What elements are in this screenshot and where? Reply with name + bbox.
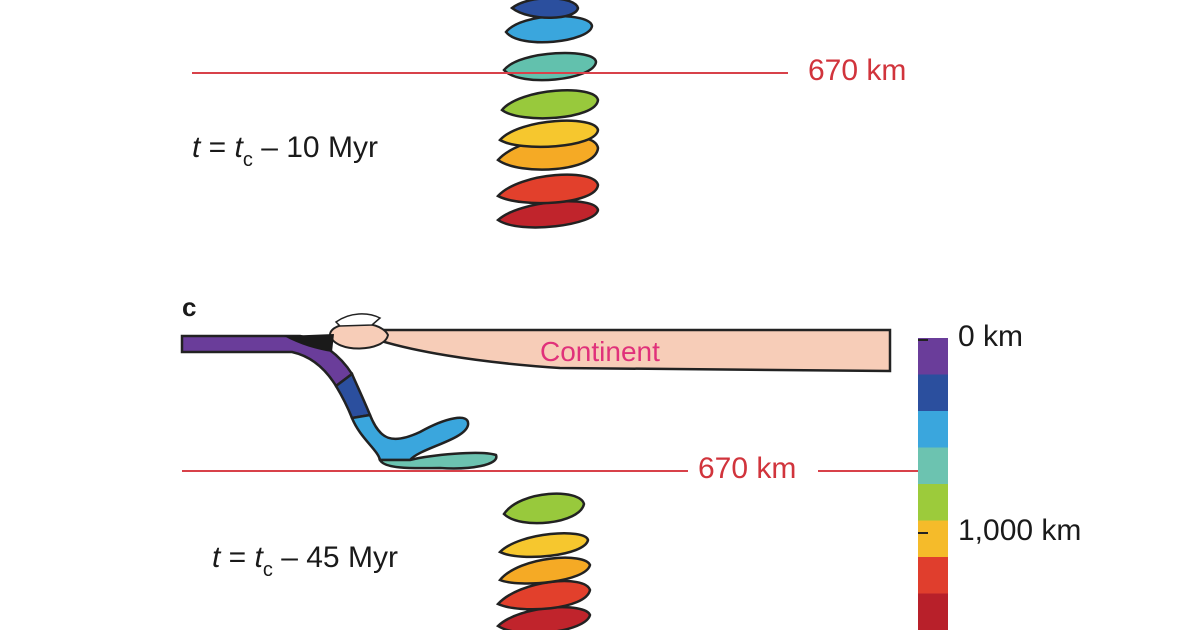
bottom-slab-pile xyxy=(495,492,592,630)
slab-fold-lightblue xyxy=(504,14,594,44)
slab-fold-red-dark-b xyxy=(495,606,592,630)
slab-fold-red xyxy=(495,173,600,205)
oceanic-slab xyxy=(180,334,498,470)
time-sub: c xyxy=(242,149,253,171)
panel-label: c xyxy=(182,292,197,322)
time-eq: = xyxy=(220,541,255,574)
scale-swatch-7 xyxy=(918,593,948,630)
time-sub: c xyxy=(262,559,273,581)
arc-volcano xyxy=(334,313,382,327)
scale-swatch-0 xyxy=(918,338,948,375)
slab-fold-green xyxy=(500,89,600,120)
slab-fold-yellow-b xyxy=(497,532,590,559)
continent-body xyxy=(376,328,892,373)
slab-descent-lightblue xyxy=(350,413,470,462)
scale-swatch-5 xyxy=(918,520,948,558)
scale-label-1000km: 1,000 km xyxy=(958,514,1082,547)
time-tvar: t xyxy=(234,131,243,164)
scale-swatch-3 xyxy=(918,447,948,485)
scale-swatch-1 xyxy=(918,374,948,412)
continent-label: Continent xyxy=(540,336,660,367)
time-var: t xyxy=(192,131,201,164)
slab-fold-orange-b xyxy=(497,556,592,585)
slab-fold-tail-teal xyxy=(377,451,498,470)
scale-label-0km: 0 km xyxy=(958,320,1024,353)
slab-fold-blue xyxy=(509,0,580,19)
slab-fold-red-b xyxy=(495,579,592,611)
slab-fold-yellow xyxy=(498,119,600,149)
time-rest: – 10 Myr xyxy=(252,131,378,164)
scale-swatch-6 xyxy=(918,557,948,594)
trench-black xyxy=(284,334,334,352)
depth-color-scale xyxy=(918,338,948,630)
slab-fold-red-dark xyxy=(495,200,600,229)
continent-plate xyxy=(328,313,892,373)
depth-label-670-top: 670 km xyxy=(808,54,907,87)
slab-fold-teal xyxy=(502,51,598,82)
top-slab-pile xyxy=(495,0,600,229)
time-tvar: t xyxy=(254,541,263,574)
time-var: t xyxy=(212,541,221,574)
scale-swatch-2 xyxy=(918,411,948,448)
time-label-bottom: t = tc – 45 Myr xyxy=(212,541,398,581)
depth-label-670-bottom: 670 km xyxy=(698,452,797,485)
time-rest: – 45 Myr xyxy=(272,541,398,574)
arc-wedge xyxy=(328,322,390,350)
time-eq: = xyxy=(200,131,235,164)
time-label-top: t = tc – 10 Myr xyxy=(192,131,378,171)
scale-swatch-4 xyxy=(918,484,948,521)
slab-fold-green-b xyxy=(502,492,586,525)
